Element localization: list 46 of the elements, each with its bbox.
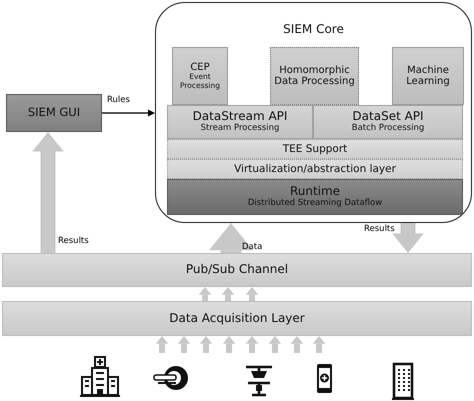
layer-band — [167, 179, 463, 215]
box-subtitle: Batch Processing — [352, 124, 424, 134]
edge-label: Data — [242, 242, 262, 252]
block-arrow — [32, 132, 64, 253]
block-arrow — [208, 223, 254, 253]
arrow — [222, 287, 234, 301]
box-title: Machine Learning — [405, 64, 451, 88]
edge-label: Results — [58, 236, 89, 246]
layer-band — [2, 253, 472, 287]
arrow — [246, 336, 258, 353]
box-title: DataStream API — [192, 110, 288, 124]
arrow — [178, 336, 190, 353]
layer-band — [167, 159, 463, 179]
box-title: Data Acquisition Layer — [169, 312, 305, 326]
arrow — [312, 336, 326, 353]
edge-label: Rules — [107, 95, 130, 105]
box-title: SIEM GUI — [28, 106, 80, 120]
edge-label: Results — [364, 224, 395, 234]
box-subtitle: Distributed Streaming Dataflow — [248, 199, 382, 209]
arrow — [156, 336, 168, 353]
component-box — [313, 105, 463, 139]
component-box — [392, 47, 464, 105]
layer-band — [2, 301, 472, 336]
box-title: Runtime — [290, 185, 340, 198]
box-title: DataSet API — [352, 110, 424, 124]
component-box — [6, 94, 102, 132]
box-title: Pub/Sub Channel — [186, 263, 288, 277]
arrow — [290, 336, 304, 353]
arrow — [268, 336, 282, 353]
box-title: Virtualization/abstraction layer — [234, 162, 396, 176]
arrow — [198, 287, 212, 301]
arrow — [102, 110, 155, 116]
arrow — [200, 336, 212, 353]
block-arrow — [392, 223, 424, 253]
arrow — [222, 336, 236, 353]
box-subtitle: Stream Processing — [200, 124, 280, 134]
component-box — [167, 105, 313, 139]
box-title: Homomorphic Data Processing — [273, 64, 356, 88]
box-title: TEE Support — [282, 142, 348, 156]
arrow — [246, 287, 258, 301]
layer-band — [167, 139, 463, 159]
core-container — [155, 2, 472, 223]
component-box — [172, 47, 228, 105]
box-title: CEP — [190, 62, 210, 74]
component-box — [270, 47, 359, 105]
box-title: SIEM Core — [283, 23, 344, 37]
